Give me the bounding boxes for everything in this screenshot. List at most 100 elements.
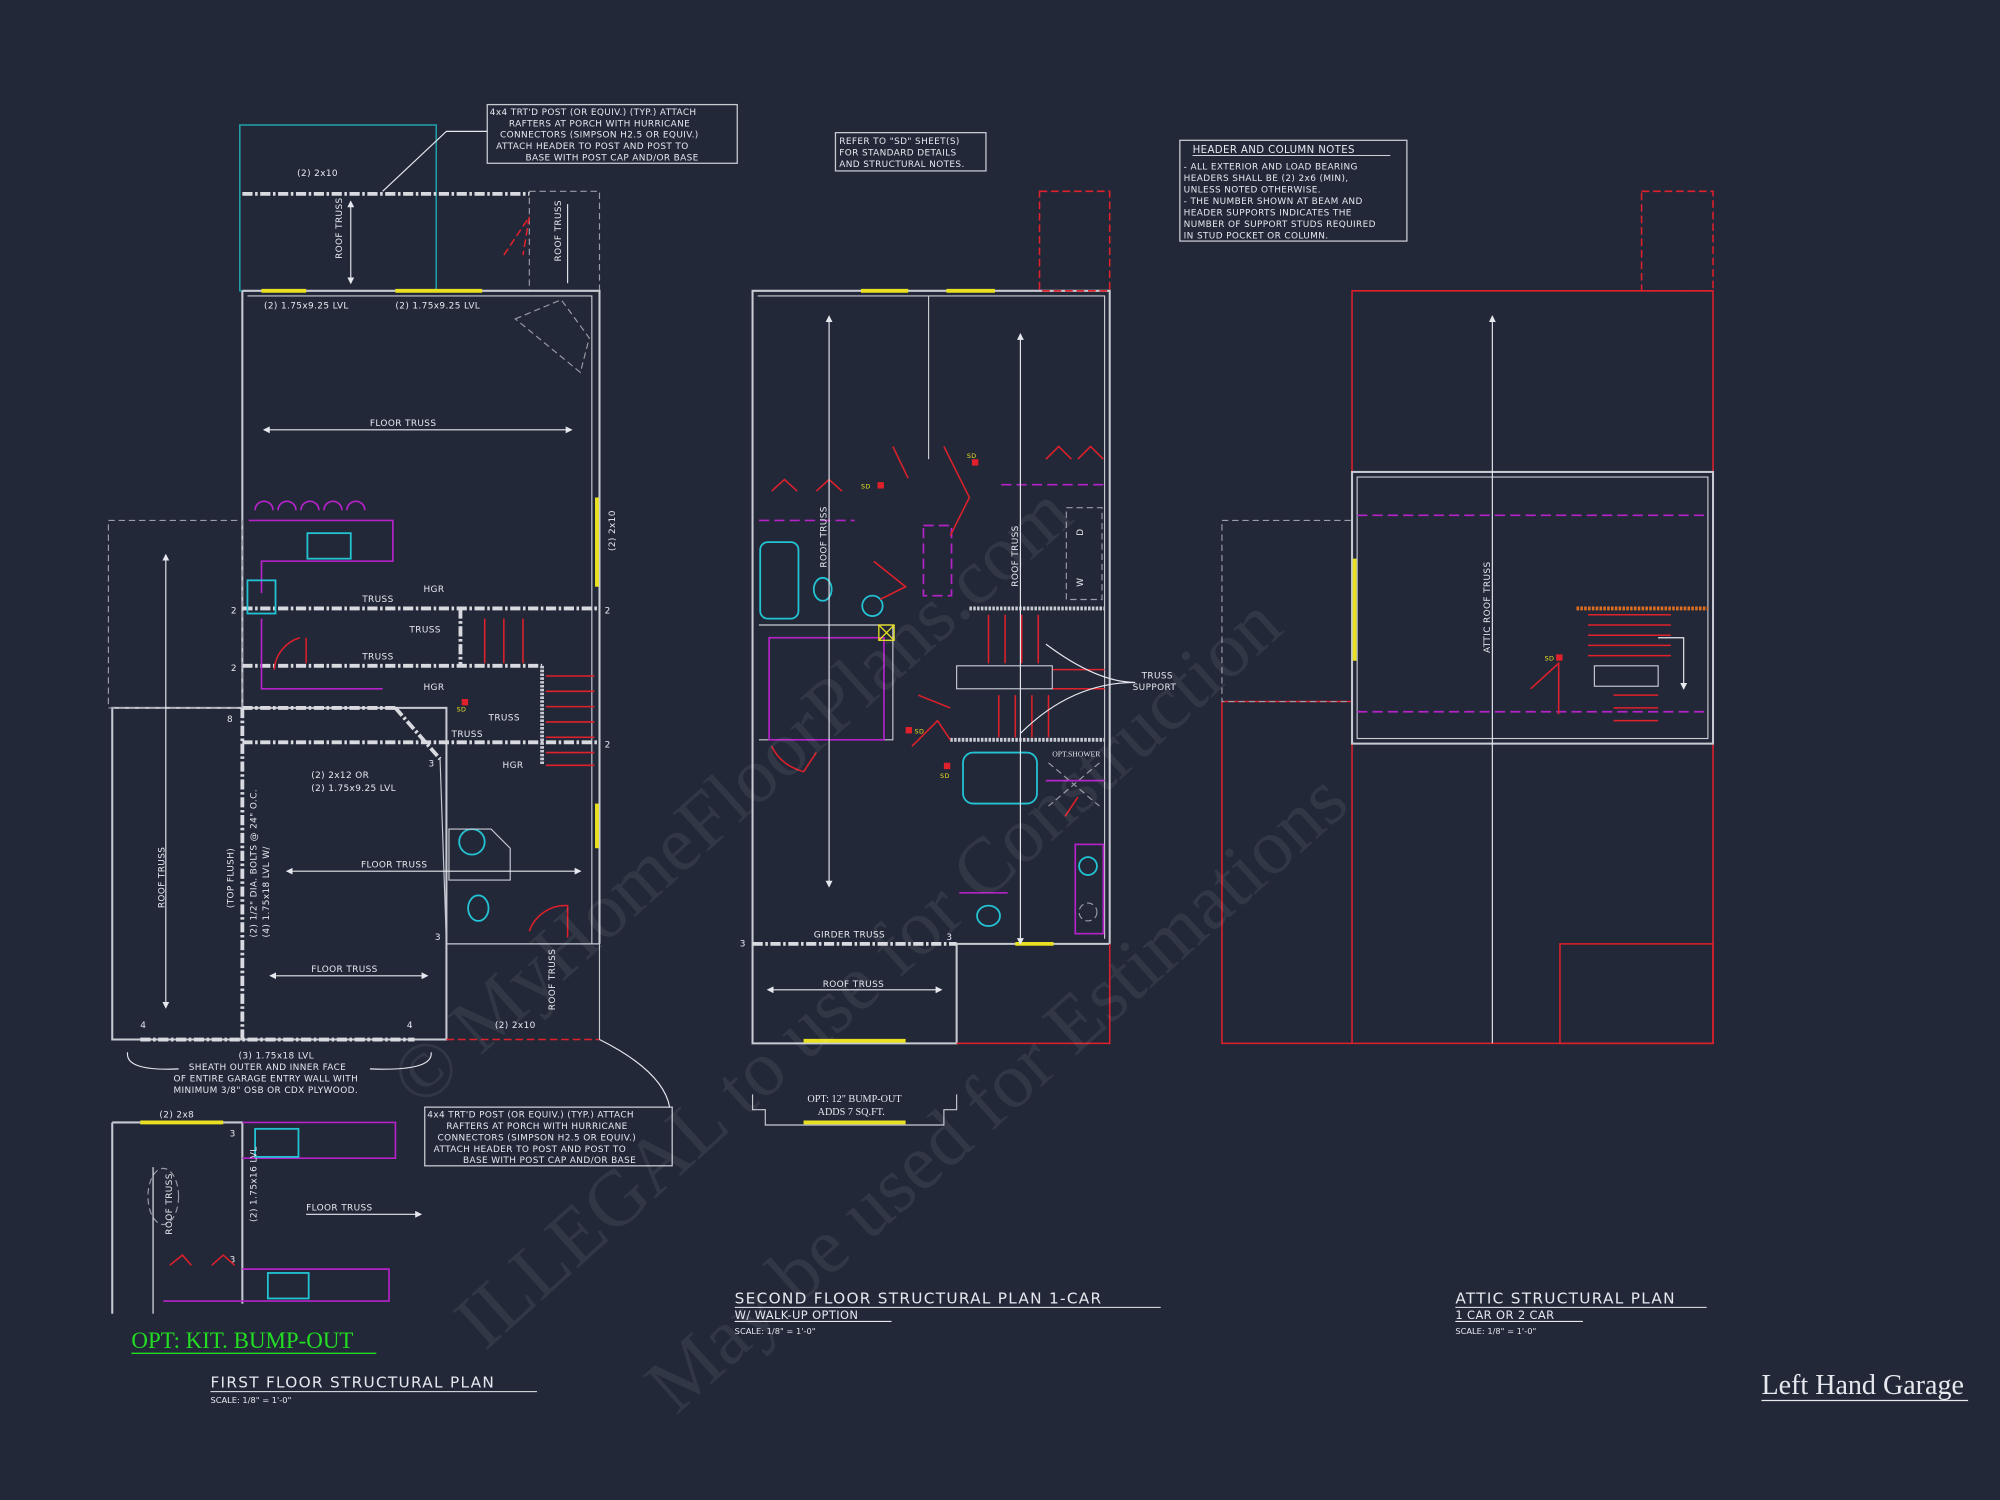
garage-extension-dashed bbox=[107, 519, 243, 709]
label-roof-truss-right: ROOF TRUSS bbox=[1011, 525, 1021, 586]
house-walls bbox=[241, 289, 601, 944]
label-roof-truss-bump: ROOF TRUSS bbox=[165, 1173, 175, 1234]
kitchen-counter bbox=[248, 519, 394, 594]
svg-text:HEADERS SHALL BE (2) 2x6 (MIN): HEADERS SHALL BE (2) 2x6 (MIN), bbox=[1184, 174, 1349, 184]
label-roof-truss-porch: ROOF TRUSS bbox=[335, 197, 345, 258]
label-truss: TRUSS bbox=[488, 714, 520, 724]
attic-subtitle: 1 CAR OR 2 CAR bbox=[1455, 1308, 1554, 1322]
label-floor-truss-1: FLOOR TRUSS bbox=[370, 419, 436, 429]
smoke-detector-label: SD bbox=[457, 706, 467, 714]
kitchen-sink bbox=[306, 532, 352, 560]
label-girder-truss: GIRDER TRUSS bbox=[814, 930, 885, 940]
label-lvl-left: (2) 1.75x9.25 LVL bbox=[264, 302, 349, 312]
svg-text:AND STRUCTURAL NOTES.: AND STRUCTURAL NOTES. bbox=[839, 160, 964, 170]
svg-text:HEADER SUPPORTS INDICATES THE: HEADER SUPPORTS INDICATES THE bbox=[1184, 209, 1352, 219]
svg-text:RAFTERS AT PORCH WITH HURRICAN: RAFTERS AT PORCH WITH HURRICANE bbox=[509, 119, 690, 129]
label-hanger: HGR bbox=[423, 585, 444, 595]
svg-text:3: 3 bbox=[230, 1129, 236, 1139]
svg-text:- THE NUMBER SHOWN AT BEAM AND: - THE NUMBER SHOWN AT BEAM AND bbox=[1184, 197, 1363, 207]
label-truss-support: TRUSS bbox=[1141, 672, 1173, 682]
sheath-note-line: MINIMUM 3/8" OSB OR CDX PLYWOOD. bbox=[173, 1086, 358, 1096]
first-floor-stairs bbox=[483, 618, 595, 767]
label-beam-2x12: (2) 2x12 OR bbox=[311, 771, 369, 781]
label-header-2x10-bottom: (2) 2x10 bbox=[495, 1021, 536, 1031]
label-bump-lvl: (2) 1.75x16 LVL bbox=[249, 1146, 259, 1222]
smoke-detector-label: SD bbox=[861, 483, 871, 491]
attic-title: ATTIC STRUCTURAL PLAN bbox=[1455, 1290, 1675, 1308]
label-header-2x10-right: (2) 2x10 bbox=[608, 510, 618, 551]
option-kitchen-bump-out-label: OPT: KIT. BUMP-OUT bbox=[131, 1328, 353, 1353]
label-lvl-4: (4) 1.75x18 LVL W/ bbox=[262, 846, 272, 937]
bay-window bbox=[514, 299, 590, 374]
label-truss: TRUSS bbox=[361, 595, 393, 605]
svg-text:OPT: 12" BUMP-OUT: OPT: 12" BUMP-OUT bbox=[807, 1094, 902, 1105]
svg-text:NUMBER OF SUPPORT STUDS REQUIR: NUMBER OF SUPPORT STUDS REQUIRED bbox=[1184, 220, 1376, 230]
kitchen-bump-out-plan: (2) 2x8 FLOOR TRUSS ROOF TRUSS (2) 1.75x… bbox=[111, 1110, 423, 1314]
svg-text:ADDS 7 SQ.FT.: ADDS 7 SQ.FT. bbox=[818, 1107, 885, 1118]
label-roof-truss-porch-right: ROOF TRUSS bbox=[554, 200, 564, 261]
sheath-note-line: SHEATH OUTER AND INNER FACE bbox=[189, 1063, 346, 1073]
label-truss-support: SUPPORT bbox=[1133, 683, 1177, 693]
label-porch-header: (2) 2x10 bbox=[297, 169, 338, 179]
label-roof-truss-bottom: ROOF TRUSS bbox=[823, 980, 884, 990]
label-floor-truss-2: FLOOR TRUSS bbox=[361, 860, 427, 870]
label-floor-truss-bump: FLOOR TRUSS bbox=[306, 1203, 372, 1213]
svg-text:2: 2 bbox=[231, 664, 237, 674]
label-beam-lvl: (2) 1.75x9.25 LVL bbox=[311, 784, 396, 794]
label-bolts: (2) 1/2" DIA. BOLTS @ 24" O.C. bbox=[249, 789, 259, 937]
first-floor-scale: SCALE: 1/8" = 1'-0" bbox=[210, 1395, 291, 1405]
label-roof-truss-rear: ROOF TRUSS bbox=[548, 949, 558, 1010]
bump-out-option: OPT: 12" BUMP-OUT ADDS 7 SQ.FT. bbox=[751, 1094, 958, 1126]
label-truss: TRUSS bbox=[451, 730, 483, 740]
sheath-note-line: (3) 1.75x18 LVL bbox=[239, 1052, 315, 1062]
bathtub bbox=[759, 541, 800, 620]
svg-text:ATTACH HEADER TO POST AND POST: ATTACH HEADER TO POST AND POST TO bbox=[496, 142, 688, 152]
svg-text:BASE WITH POST CAP AND/OR BASE: BASE WITH POST CAP AND/OR BASE bbox=[463, 1156, 636, 1166]
smoke-detector-label: SD bbox=[940, 772, 950, 780]
second-floor-scale: SCALE: 1/8" = 1'-0" bbox=[735, 1326, 816, 1336]
stud-count: 3 bbox=[740, 939, 746, 949]
sd-sheet-note: REFER TO "SD" SHEET(S) FOR STANDARD DETA… bbox=[834, 132, 987, 172]
svg-text:REFER TO "SD" SHEET(S): REFER TO "SD" SHEET(S) bbox=[839, 137, 959, 147]
porch-post-note-top: 4x4 TRT'D POST (OR EQUIV.) (TYP.) ATTACH… bbox=[382, 103, 738, 192]
label-truss: TRUSS bbox=[361, 652, 393, 662]
second-floor-tub bbox=[962, 751, 1038, 805]
label-opt-shower: OPT.SHOWER bbox=[1052, 749, 1101, 758]
label-top-flush: (TOP FLUSH) bbox=[226, 848, 236, 908]
cooktop bbox=[246, 579, 277, 615]
svg-text:- ALL EXTERIOR AND LOAD BEARIN: - ALL EXTERIOR AND LOAD BEARING bbox=[1184, 163, 1358, 173]
porch-post-note-bottom: 4x4 TRT'D POST (OR EQUIV.) (TYP.) ATTACH… bbox=[424, 1039, 673, 1167]
svg-text:4: 4 bbox=[140, 1021, 146, 1031]
stud-count: 3 bbox=[946, 933, 952, 943]
second-floor-subtitle: W/ WALK-UP OPTION bbox=[735, 1308, 859, 1322]
svg-text:3: 3 bbox=[429, 760, 435, 770]
svg-text:IN STUD POCKET OR COLUMN.: IN STUD POCKET OR COLUMN. bbox=[1184, 232, 1329, 242]
smoke-detector-label: SD bbox=[967, 452, 977, 460]
label-roof-truss-left: ROOF TRUSS bbox=[820, 506, 830, 567]
svg-text:RAFTERS AT PORCH WITH HURRICAN: RAFTERS AT PORCH WITH HURRICANE bbox=[446, 1122, 627, 1132]
svg-text:UNLESS NOTED OTHERWISE.: UNLESS NOTED OTHERWISE. bbox=[1184, 186, 1321, 196]
svg-text:4: 4 bbox=[407, 1021, 413, 1031]
svg-text:CONNECTORS (SIMPSON H2.5 OR EQ: CONNECTORS (SIMPSON H2.5 OR EQUIV.) bbox=[438, 1133, 637, 1143]
svg-text:4x4 TRT'D POST (OR EQUIV.) (TY: 4x4 TRT'D POST (OR EQUIV.) (TYP.) ATTACH bbox=[490, 108, 697, 118]
svg-text:8: 8 bbox=[227, 715, 233, 725]
attic-stairs bbox=[1530, 614, 1671, 722]
label-roof-truss-garage: ROOF TRUSS bbox=[158, 847, 168, 908]
label-bump-header: (2) 2x8 bbox=[159, 1110, 194, 1120]
svg-text:3: 3 bbox=[230, 1256, 236, 1266]
smoke-detector-label: SD bbox=[915, 727, 925, 735]
washer-label: W bbox=[1076, 578, 1086, 587]
svg-text:CONNECTORS (SIMPSON H2.5 OR EQ: CONNECTORS (SIMPSON H2.5 OR EQUIV.) bbox=[500, 131, 699, 141]
svg-text:2: 2 bbox=[605, 740, 611, 750]
svg-text:2: 2 bbox=[605, 607, 611, 617]
label-truss: TRUSS bbox=[408, 626, 440, 636]
second-floor-title: SECOND FLOOR STRUCTURAL PLAN 1-CAR bbox=[735, 1290, 1103, 1308]
svg-text:FOR STANDARD DETAILS: FOR STANDARD DETAILS bbox=[839, 149, 956, 159]
label-hanger: HGR bbox=[423, 683, 444, 693]
label-hanger: HGR bbox=[503, 761, 524, 771]
dryer-label: D bbox=[1076, 528, 1086, 535]
first-floor-title: FIRST FLOOR STRUCTURAL PLAN bbox=[210, 1374, 495, 1392]
label-attic-roof-truss: ATTIC ROOF TRUSS bbox=[1483, 562, 1493, 654]
attic-scale: SCALE: 1/8" = 1'-0" bbox=[1455, 1326, 1536, 1336]
